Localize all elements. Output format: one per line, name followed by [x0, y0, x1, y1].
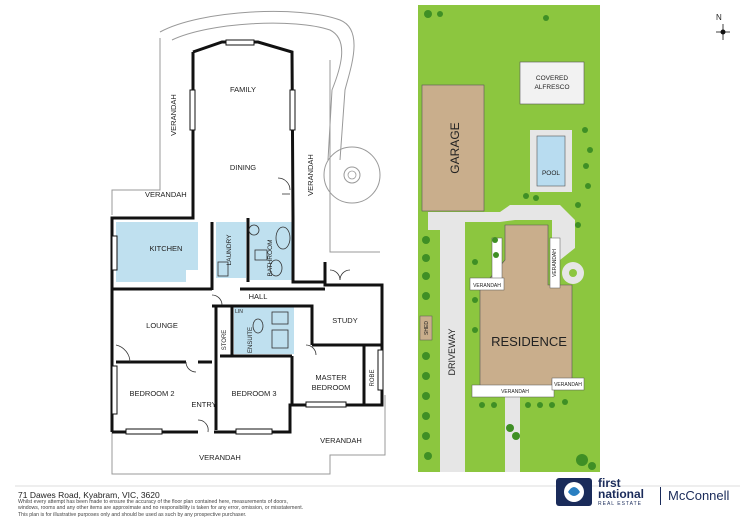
doors	[115, 177, 351, 433]
family-label: FAMILY	[230, 85, 256, 94]
verandah-outline-right	[329, 60, 380, 253]
fixtures	[217, 224, 291, 349]
dining-label: DINING	[230, 163, 256, 172]
alfresco-label-1: COVERED	[536, 75, 568, 82]
disclaimer: Whilst every attempt has been made to en…	[18, 499, 578, 518]
pool	[536, 135, 566, 187]
windows	[111, 39, 384, 435]
brand-name: first national	[598, 476, 645, 501]
verandah-strip-bottom	[471, 384, 555, 398]
laundry-label: LAUNDRY	[226, 234, 233, 266]
site-labels: GARAGE COVERED ALFRESCO POOL RESIDENCE S…	[424, 75, 582, 395]
disclaimer-line-1: Whilst every attempt has been made to en…	[18, 499, 288, 505]
pool-label: POOL	[542, 170, 560, 177]
walls	[110, 40, 384, 434]
curved-path	[159, 10, 355, 161]
store-label: STORE	[222, 330, 228, 351]
garage	[421, 84, 485, 212]
roundabout-inner	[343, 166, 361, 184]
brand-sub: REAL ESTATE	[598, 501, 642, 507]
site-verandah-right-label: VERANDAH	[552, 249, 558, 277]
driveway-label: DRIVEWAY	[447, 328, 457, 375]
kitchen-fill	[116, 222, 198, 282]
garage-label: GARAGE	[448, 122, 462, 173]
lin-label: LIN	[235, 309, 243, 315]
alfresco-label-2: ALFRESCO	[534, 84, 569, 91]
disclaimer-line-3: This plan is for illustrative purposes o…	[18, 511, 247, 518]
shed-label: SHED	[424, 321, 430, 335]
site-verandah-left-label: VERANDAH	[473, 283, 501, 289]
north-arrow-icon: N	[716, 13, 730, 40]
master-bedroom-label-1: MASTER	[315, 373, 347, 382]
path-front	[505, 395, 520, 472]
verandah-strip-right	[549, 237, 561, 289]
floor-plan: FAMILY DINING KITCHEN LAUNDRY BATHROOM H…	[110, 10, 386, 475]
disclaimer-line-2: windows, rooms and any other items are a…	[18, 505, 304, 512]
bedroom2-label: BEDROOM 2	[129, 389, 174, 398]
ensuite-label: ENSUITE	[248, 327, 254, 353]
brand-line-2: national	[598, 487, 645, 501]
laundry-fill	[216, 222, 246, 278]
bedroom3-label: BEDROOM 3	[231, 389, 276, 398]
verandah-left-top-label: VERANDAH	[169, 94, 178, 136]
site-verandah-bottom-label: VERANDAH	[501, 389, 529, 395]
study-label: STUDY	[332, 316, 357, 325]
master-bedroom-label-2: BEDROOM	[312, 383, 351, 392]
verandah-bottom-label: VERANDAH	[199, 453, 241, 462]
verandah-left-mid-label: VERANDAH	[145, 190, 187, 199]
roundabout-center	[569, 269, 577, 277]
alfresco	[519, 61, 585, 105]
curved-path-inner	[171, 22, 343, 161]
verandah-strip-bottom-right	[551, 377, 585, 391]
verandah-outline-bottom	[111, 395, 386, 475]
brand-line-1: first	[598, 476, 621, 490]
site-plan: GARAGE COVERED ALFRESCO POOL RESIDENCE S…	[418, 5, 730, 472]
robe-label: ROBE	[370, 369, 376, 386]
brand-office: McConnell	[668, 488, 730, 503]
trees	[422, 10, 596, 470]
verandah-outline-left	[111, 38, 161, 215]
driveway-paving	[428, 205, 575, 472]
hall-label: HALL	[249, 292, 268, 301]
verandah-strip-mid-left	[469, 277, 505, 291]
roundabout-core	[347, 170, 357, 180]
entry-label: ENTRY	[191, 400, 216, 409]
lounge-label: LOUNGE	[146, 321, 178, 330]
north-label: N	[716, 13, 722, 22]
kitchen-label: KITCHEN	[150, 244, 183, 253]
room-labels: FAMILY DINING KITCHEN LAUNDRY BATHROOM H…	[129, 85, 376, 462]
brand-logo-icon	[556, 478, 592, 506]
verandah-bottom-right-label: VERANDAH	[320, 436, 362, 445]
roundabout-outer	[323, 146, 381, 204]
address: 71 Dawes Road, Kyabram, VIC, 3620	[18, 490, 160, 500]
residence-label: RESIDENCE	[491, 334, 567, 349]
site-verandah-bottom-right-label: VERANDAH	[554, 382, 582, 388]
bathroom-label: BATHROOM	[267, 239, 274, 276]
bathroom-fill	[250, 222, 292, 280]
brand-separator	[660, 487, 661, 505]
verandah-right-label: VERANDAH	[306, 154, 315, 196]
shed	[419, 315, 433, 341]
